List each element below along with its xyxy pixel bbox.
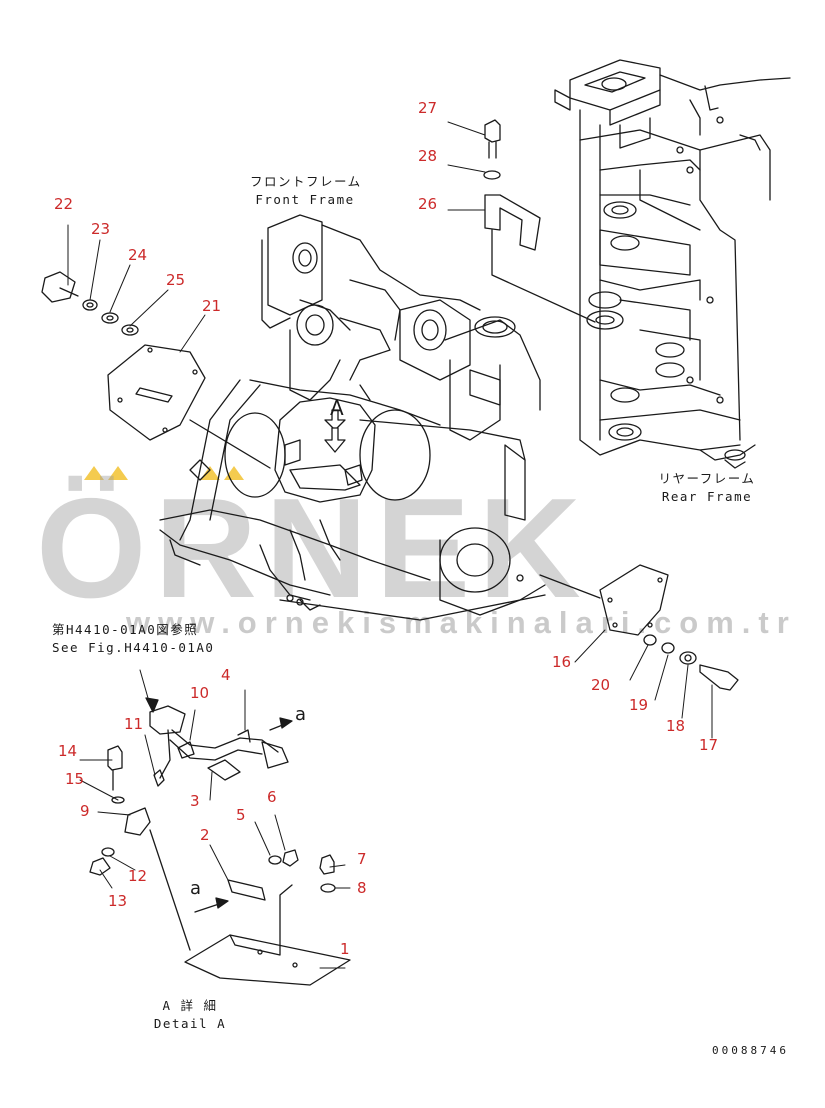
callout-17: 17 — [699, 736, 719, 754]
callout-19: 19 — [629, 696, 649, 714]
callout-16: 16 — [552, 653, 572, 671]
detail-a-parts — [89, 669, 351, 986]
view-a-arrow — [324, 409, 346, 453]
callout-6: 6 — [267, 788, 277, 806]
bracket-26-assembly — [483, 119, 596, 323]
callout-14: 14 — [58, 742, 78, 760]
leader-lines — [67, 121, 713, 969]
detail-a-caption-en: Detail A — [153, 1016, 227, 1031]
callout-25: 25 — [166, 271, 186, 289]
watermark-url: www.ornekismakinalari.com.tr — [126, 605, 797, 640]
callout-8: 8 — [357, 879, 367, 897]
callout-28: 28 — [418, 147, 438, 165]
rear-frame-caption-en: Rear Frame — [661, 489, 753, 504]
callout-1: 1 — [340, 940, 350, 958]
detail-a-caption-jp: A 詳 細 — [162, 998, 218, 1013]
callout-18: 18 — [666, 717, 686, 735]
cover-16-assembly — [539, 564, 739, 691]
front-frame — [159, 214, 546, 621]
watermark-brand: ÖRNEK — [36, 469, 589, 628]
view-a-letter: A — [330, 396, 344, 420]
callout-23: 23 — [91, 220, 111, 238]
cover-21-assembly — [41, 271, 271, 469]
callout-3: 3 — [190, 792, 200, 810]
callout-10: 10 — [190, 684, 210, 702]
callout-22: 22 — [54, 195, 74, 213]
reference-note-en: See Fig.H4410-01A0 — [52, 640, 215, 655]
callout-2: 2 — [200, 826, 210, 844]
front-frame-caption-jp: フロントフレーム — [250, 174, 362, 189]
rear-frame — [554, 59, 791, 469]
callout-11: 11 — [124, 715, 144, 733]
document-number: 00088746 — [712, 1044, 789, 1057]
arrow-a-label-lower: a — [190, 878, 202, 899]
callout-26: 26 — [418, 195, 438, 213]
callout-15: 15 — [65, 770, 85, 788]
callout-20: 20 — [591, 676, 611, 694]
callout-21: 21 — [202, 297, 222, 315]
callout-7: 7 — [357, 850, 367, 868]
front-frame-caption-en: Front Frame — [255, 192, 355, 207]
callout-12: 12 — [128, 867, 148, 885]
callout-13: 13 — [108, 892, 128, 910]
callout-4: 4 — [221, 666, 231, 684]
callout-9: 9 — [80, 802, 90, 820]
callout-24: 24 — [128, 246, 148, 264]
callout-27: 27 — [418, 99, 438, 117]
arrow-a-label-upper: a — [295, 704, 307, 725]
reference-note-jp: 第H4410-01A0図参照 — [52, 622, 199, 637]
callout-5: 5 — [236, 806, 246, 824]
rear-frame-caption-jp: リヤーフレーム — [658, 471, 756, 486]
